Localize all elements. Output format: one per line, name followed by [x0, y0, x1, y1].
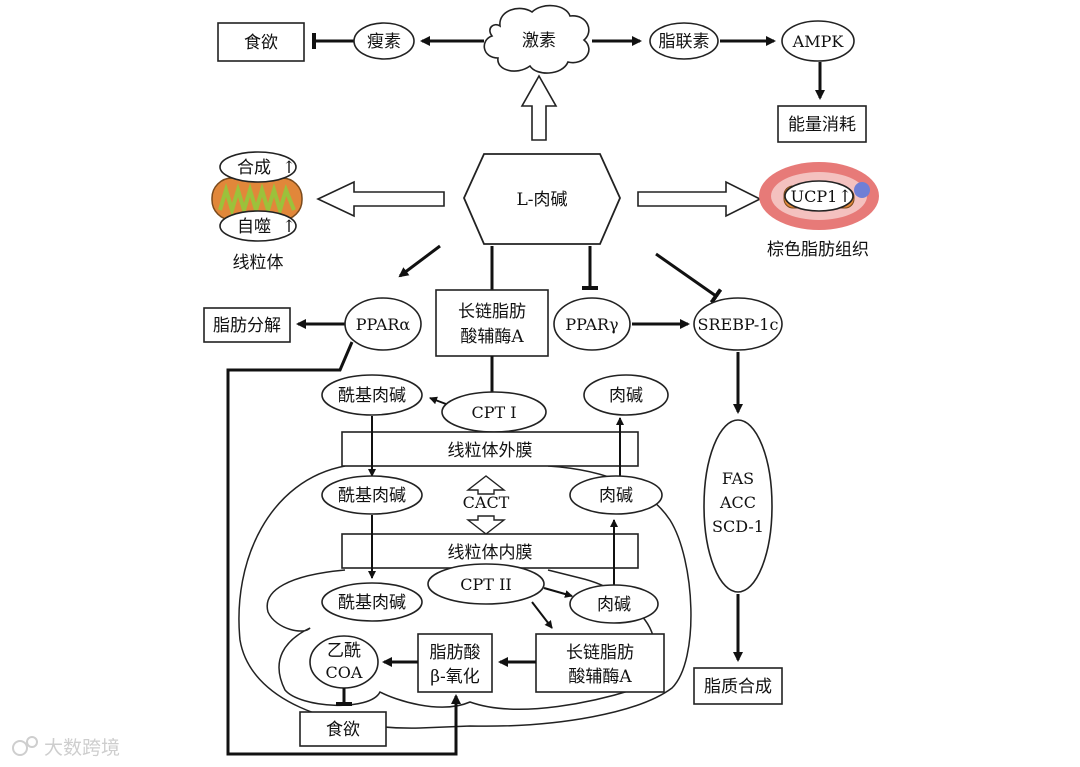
carnitine-3-node — [569, 584, 659, 624]
ppara-node — [344, 297, 422, 351]
appetite-bottom-label: 食欲 — [326, 720, 360, 740]
autophagy-node — [219, 210, 297, 242]
srebp-node — [693, 297, 783, 351]
watermark-logo-icon-2 — [26, 736, 38, 748]
autophagy-up-icon: ↑ — [282, 217, 296, 237]
acylcarnitine-1-label: 酰基肉碱 — [338, 386, 406, 406]
lcacoa-bottom-box — [535, 633, 665, 693]
lipogenic-genes-node — [703, 419, 773, 593]
beta-ox-label-2: β-氧化 — [430, 667, 480, 687]
watermark-text: 大数跨境 — [44, 737, 120, 759]
acylcarnitine-3-label: 酰基肉碱 — [338, 593, 406, 613]
srebp-label: SREBP-1c — [698, 315, 779, 334]
synthesis-label: 合成 — [237, 158, 271, 178]
l-carnitine-hexagon — [463, 153, 621, 245]
watermark: 大数跨境 — [12, 736, 120, 759]
carnitine-1-node — [583, 374, 669, 416]
inner-membrane-label: 线粒体内膜 — [448, 543, 533, 563]
synthesis-node — [219, 151, 297, 183]
energy-box — [777, 105, 867, 143]
leptin-node — [353, 22, 415, 60]
lipogenesis-label: 脂质合成 — [704, 677, 772, 697]
leptin-label: 瘦素 — [367, 32, 401, 52]
ampk-label: AMPK — [792, 32, 845, 51]
cact-arrow-up — [465, 475, 507, 495]
acc-label: ACC — [719, 493, 756, 512]
synthesis-up-icon: ↑ — [282, 158, 296, 178]
cpt1-label: CPT I — [471, 403, 516, 422]
beta-ox-box — [417, 633, 493, 693]
cact-label: CACT — [463, 493, 510, 512]
appetite-top-box — [217, 22, 305, 62]
acetyl-label-1: 乙酰 — [327, 641, 361, 661]
appetite-top-label: 食欲 — [244, 33, 278, 53]
acylcarnitine-3-node — [321, 582, 423, 622]
ucp1-node — [784, 180, 854, 212]
bat-caption: 棕色脂肪组织 — [767, 240, 869, 260]
carnitine-1-label: 肉碱 — [609, 386, 643, 406]
acylcarnitine-1-node — [321, 374, 423, 416]
cpt2-node — [427, 563, 545, 605]
cpt2-label: CPT II — [460, 575, 511, 594]
energy-label: 能量消耗 — [788, 115, 856, 135]
fas-label: FAS — [722, 469, 754, 488]
scd1-label: SCD-1 — [712, 517, 764, 536]
mitochondria-caption: 线粒体 — [233, 253, 284, 273]
cpt1-to-acylcarnitine-arrow — [429, 396, 447, 405]
mitochondrion-cristae — [218, 183, 296, 217]
lcacoa-top-box — [435, 289, 549, 357]
carnitine-2-node — [569, 475, 663, 515]
carnitine-to-ppara-arrow — [398, 244, 441, 278]
acylcarnitine-2-label: 酰基肉碱 — [338, 486, 406, 506]
bat-nucleus-icon — [854, 182, 870, 198]
carnitine-2-label: 肉碱 — [599, 486, 633, 506]
ppara-label: PPARα — [356, 315, 411, 334]
carnitine-inhibit-srebp — [655, 252, 723, 304]
lcacoa-top-label-1: 长链脂肪 — [458, 302, 526, 322]
hollow-arrow-up — [520, 74, 558, 141]
ucp1-label: UCP1 — [791, 187, 838, 206]
carnitine-3-label: 肉碱 — [597, 595, 631, 615]
hormone-cloud — [483, 4, 590, 74]
acetyl-label-2: COA — [326, 663, 363, 682]
lcacoa-top-label-2: 酸辅酶A — [460, 327, 524, 347]
lipolysis-label: 脂肪分解 — [213, 316, 281, 336]
pparg-node — [553, 297, 631, 351]
hollow-arrow-right — [637, 180, 762, 218]
cpt2-to-carnitine-arrow — [543, 587, 573, 598]
appetite-bottom-box — [299, 711, 387, 747]
ppara-to-beta-ox-line — [226, 341, 461, 756]
outer-membrane-label: 线粒体外膜 — [448, 441, 533, 461]
ampk-node — [781, 20, 855, 62]
watermark-logo-icon — [12, 740, 28, 756]
ucp1-up-icon: ↑ — [838, 187, 852, 207]
pparg-label: PPARγ — [565, 315, 618, 334]
lipolysis-box — [203, 307, 291, 343]
outer-membrane-box — [341, 431, 639, 467]
autophagy-label: 自噬 — [237, 217, 271, 237]
hollow-arrow-left — [316, 180, 445, 218]
mitochondrion-outline — [238, 465, 692, 729]
lcacoa-bottom-label-2: 酸辅酶A — [568, 667, 632, 687]
lcacoa-bottom-label-1: 长链脂肪 — [566, 643, 634, 663]
acylcarnitine-2-node — [321, 475, 423, 515]
lipogenesis-box — [693, 667, 783, 705]
adiponectin-label: 脂联素 — [659, 32, 710, 52]
l-carnitine-label: L-肉碱 — [516, 190, 567, 210]
cact-arrow-down — [465, 515, 507, 535]
beta-ox-label-1: 脂肪酸 — [430, 643, 481, 663]
hormone-label: 激素 — [522, 31, 556, 51]
adiponectin-node — [649, 22, 719, 60]
cpt2-to-lcacoa-arrow — [531, 601, 553, 629]
